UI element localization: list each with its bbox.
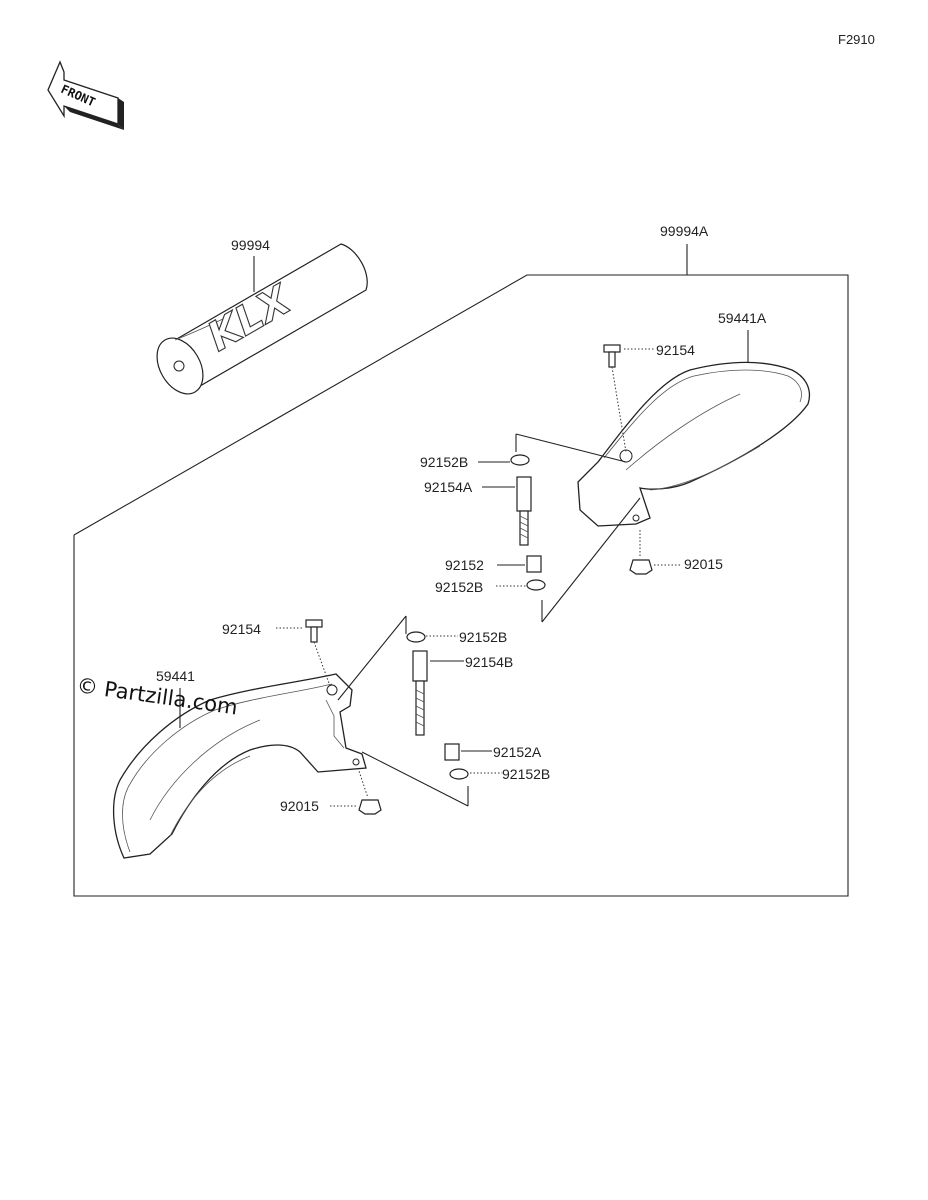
figure-code: F2910 [838, 32, 875, 47]
label-92154a: 92154A [424, 479, 473, 495]
label-92152-r2: 92152 [445, 557, 484, 573]
front-arrow-icon: FRONT [47, 60, 124, 130]
nut-right [629, 559, 653, 575]
bolt-top-right [603, 344, 621, 368]
label-99994a: 99994A [660, 223, 709, 239]
collar-r2 [526, 555, 542, 573]
collar-r3 [526, 579, 546, 591]
label-92152b-l3: 92152B [502, 766, 550, 782]
label-92152b-r1: 92152B [420, 454, 468, 470]
label-59441a: 59441A [718, 310, 767, 326]
bolt-top-left [305, 619, 323, 643]
collar-l1 [406, 631, 426, 643]
label-99994: 99994 [231, 237, 270, 253]
bolt-r [516, 476, 532, 546]
label-92154-right: 92154 [656, 342, 695, 358]
label-92152a: 92152A [493, 744, 542, 760]
label-92015-right: 92015 [684, 556, 723, 572]
bolt-l [412, 650, 428, 736]
label-92015-left: 92015 [280, 798, 319, 814]
label-92154-left: 92154 [222, 621, 261, 637]
kit-outline [73, 274, 849, 897]
collar-l3 [449, 768, 469, 780]
label-92152b-r3: 92152B [435, 579, 483, 595]
collar-l2 [444, 743, 460, 761]
nut-left [358, 799, 382, 815]
bolt-top-right-axis [611, 366, 627, 453]
label-92152b-l1: 92152B [459, 629, 507, 645]
collar-r1 [510, 454, 530, 466]
handlebar-pad: KLX [156, 243, 368, 395]
label-59441: 59441 [156, 668, 195, 684]
label-92154b: 92154B [465, 654, 513, 670]
hand-guard-right [577, 361, 811, 527]
hand-guard-left [112, 673, 367, 859]
